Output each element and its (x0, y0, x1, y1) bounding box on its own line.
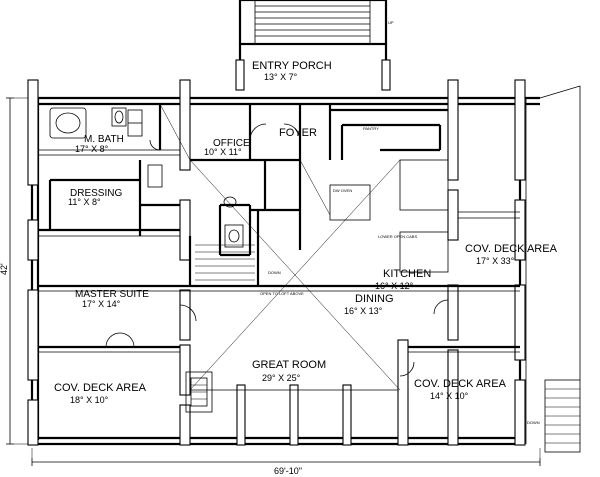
lower-open-cabs-label: LOWER OPEN CABS (378, 234, 417, 239)
width-dimension: 69'-10" (274, 466, 302, 476)
interior-walls (48, 104, 449, 286)
ceiling-diagonals (159, 103, 401, 391)
cov-deck-right-name: COV. DECK AREA (465, 243, 558, 255)
master-suite-dim: 17° X 14° (82, 299, 121, 309)
entry-porch-name: ENTRY PORCH (252, 60, 332, 72)
doors (105, 123, 449, 377)
bath-fixtures (49, 107, 244, 248)
cov-deck-left-name: COV. DECK AREA (54, 382, 147, 394)
entry-stair: UP (238, 0, 394, 46)
foyer-name: FOYER (279, 127, 317, 139)
kitchen-dim: 16° X 12° (375, 281, 414, 291)
m-bath-name: M. BATH (84, 134, 124, 145)
open-to-loft-label: OPEN TO LOFT ABOVE (260, 291, 304, 296)
cov-deck-left-dim: 18° X 10° (70, 395, 109, 405)
m-bath-dim: 17° X 8° (75, 144, 109, 154)
cov-deck-right-dim: 17° X 33° (476, 256, 515, 266)
dining-name: DINING (355, 293, 394, 305)
kitchen-name: KITCHEN (383, 268, 431, 280)
room-labels: ENTRY PORCH 13° X 7° M. BATH 17° X 8° OF… (54, 60, 558, 405)
master-suite-name: MASTER SUITE (75, 289, 149, 300)
interior-stair: DOWN (195, 244, 281, 281)
entry-porch-dim: 13° X 7° (264, 72, 298, 82)
office-name: OFFICE (213, 138, 250, 149)
office-dim: 10° X 11° (204, 147, 242, 157)
dw-oven-label: DW OVEN (333, 188, 352, 193)
stair-up-label: UP (388, 20, 394, 25)
log-posts (27, 79, 526, 446)
dimension-lines: 42' 69'-10" (0, 97, 541, 476)
beam-lines (38, 149, 520, 391)
cov-deck-mid-dim: 14° X 10° (430, 391, 469, 401)
stair-down-label: DOWN (268, 270, 281, 275)
great-room-name: GREAT ROOM (252, 359, 326, 371)
dressing-name: DRESSING (70, 188, 122, 199)
fireplace (185, 371, 213, 413)
pantry-label: PANTRY (363, 126, 379, 131)
great-room-dim: 29° X 25° (262, 373, 301, 383)
height-dimension: 42' (0, 263, 9, 275)
cov-deck-mid-name: COV. DECK AREA (414, 378, 507, 390)
dressing-dim: 11° X 8° (68, 197, 101, 207)
deck-stair-down-label: DOWN (527, 420, 540, 425)
entry-porch-structure (235, 44, 391, 91)
dining-dim: 16° X 13° (344, 306, 383, 316)
deck-stair: DOWN (527, 379, 581, 453)
